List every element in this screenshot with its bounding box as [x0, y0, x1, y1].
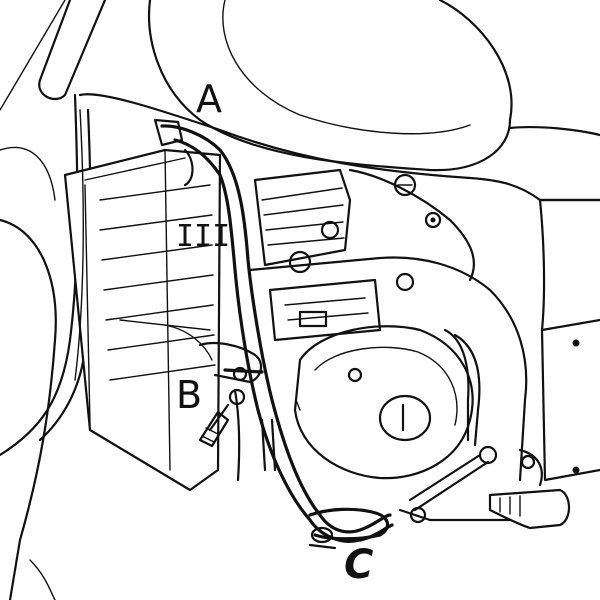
- crash-bar: [153, 118, 394, 543]
- footpeg-and-pedal: [398, 445, 571, 530]
- box-marking: III: [176, 219, 230, 254]
- fuel-tank: [78, 0, 600, 202]
- label-a: A: [196, 77, 222, 121]
- cables: [74, 109, 301, 482]
- rear-frame: [518, 198, 600, 487]
- side-box-component: III: [63, 148, 230, 492]
- label-c: C: [344, 542, 373, 588]
- label-b: B: [176, 373, 202, 417]
- engine-crankcase: [248, 256, 528, 482]
- mount-c-bracket: [308, 507, 390, 550]
- engine-head: [253, 168, 475, 282]
